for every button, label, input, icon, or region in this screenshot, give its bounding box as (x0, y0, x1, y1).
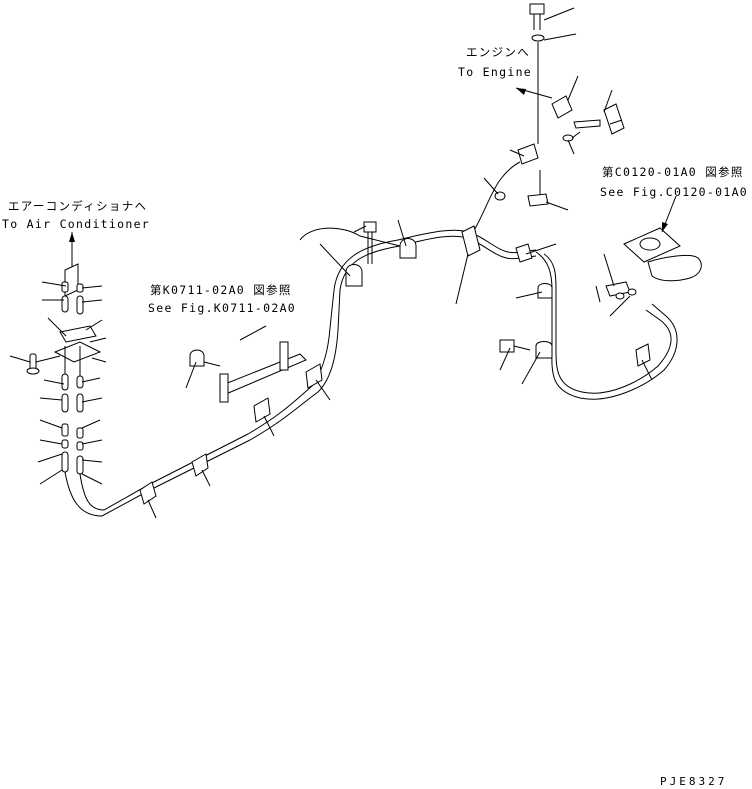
pipe-clamps (139, 143, 651, 505)
label-engine-en: To Engine (458, 65, 533, 79)
bracket-assembly (189, 341, 307, 403)
label-ref-k0711-en: See Fig.K0711-02A0 (148, 301, 297, 315)
right-leader-lines (147, 7, 653, 519)
label-ref-c0120-jp: 第C0120-01A0 図参照 (602, 165, 744, 179)
label-air-conditioner-en: To Air Conditioner (2, 217, 151, 231)
label-air-conditioner-jp: エアーコンディショナヘ (8, 199, 148, 213)
left-leader-lines (9, 281, 107, 485)
drawing-code: PJE8327 (660, 775, 728, 788)
engine-line (494, 42, 625, 207)
bolts (363, 3, 545, 353)
refrigerant-pipe-main (64, 161, 678, 517)
receiver-flange (595, 195, 702, 303)
label-ref-c0120-en: See Fig.C0120-01A0 (600, 185, 749, 199)
left-hose-stack (26, 232, 102, 475)
label-ref-k0711-jp: 第K0711-02A0 図参照 (150, 283, 292, 297)
label-engine-jp: エンジンへ (466, 45, 530, 59)
